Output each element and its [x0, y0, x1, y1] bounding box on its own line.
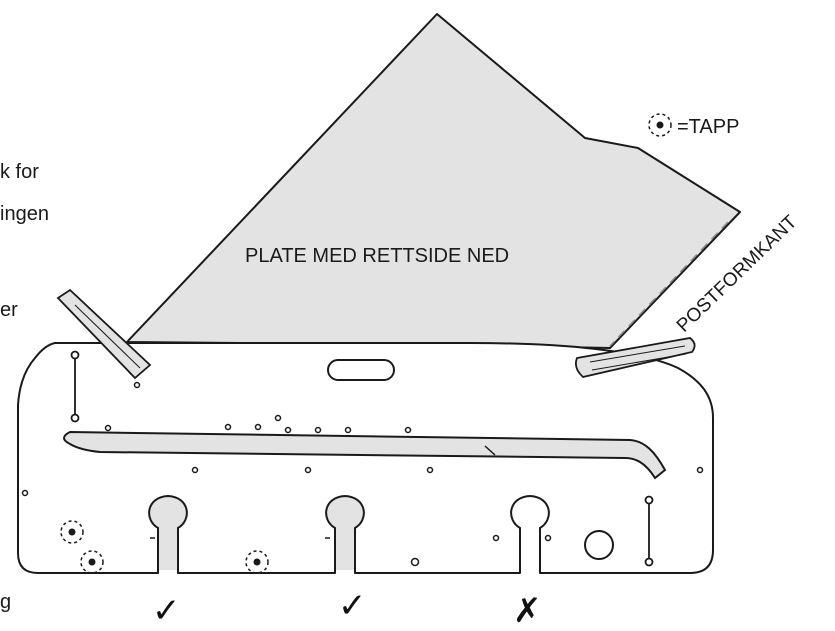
left-text-fragment-2: ingen	[0, 203, 49, 225]
slot-2-check-mark-icon: ✓	[338, 586, 367, 626]
measure-rod-left	[70, 350, 80, 423]
round-hole	[584, 530, 614, 560]
measure-rod-right	[644, 495, 654, 567]
tapp-legend-icon	[648, 113, 672, 137]
left-text-fragment-4: g	[0, 591, 12, 613]
guide-channel	[63, 430, 667, 480]
slot-3	[510, 494, 550, 570]
slot-2	[325, 494, 365, 570]
plate	[126, 13, 741, 349]
clamp-right	[574, 337, 696, 378]
slot-1-check-mark-icon: ✓	[152, 591, 181, 631]
small-pin-marks	[150, 537, 420, 567]
guide-dots	[21, 381, 704, 542]
left-text-fragment-1: k for	[0, 161, 39, 183]
tapp-legend-text: =TAPP	[677, 116, 739, 138]
clamp-left	[56, 288, 152, 380]
slot-1	[148, 494, 188, 570]
slot-3-cross-mark-icon: ✗	[513, 591, 542, 631]
tapp-marker-1	[60, 520, 84, 544]
tapp-marker-3	[245, 550, 269, 574]
plate-label: PLATE MED RETTSIDE NED	[245, 245, 509, 267]
postform-edge-line	[609, 221, 729, 347]
left-text-fragment-3: er	[0, 299, 18, 321]
handle-opening	[327, 359, 395, 381]
channel-divider	[484, 445, 496, 456]
tapp-marker-2	[80, 550, 104, 574]
